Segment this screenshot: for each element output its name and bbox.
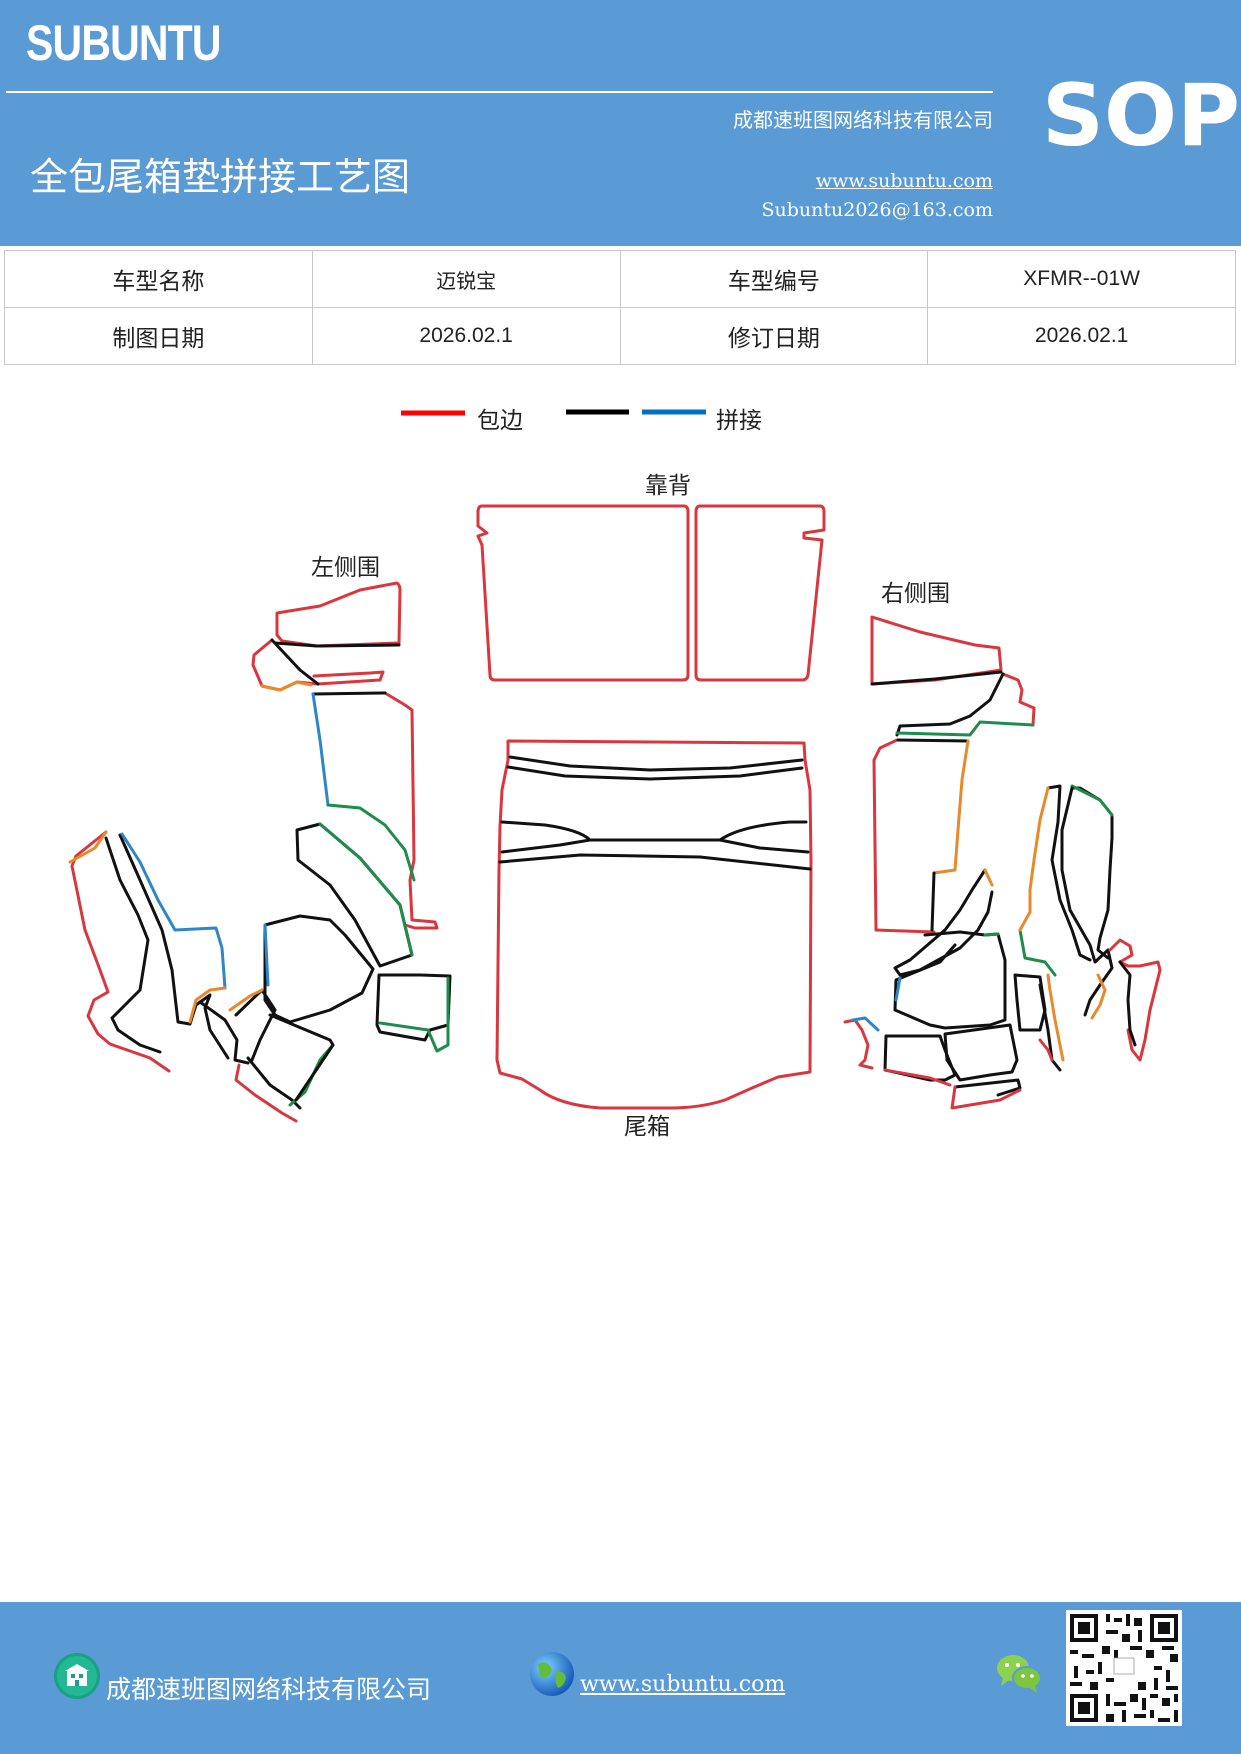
left-lower-panel-5-seam <box>246 1056 302 1110</box>
left-trim-lower-green <box>318 822 414 957</box>
draw-date-value: 2026.02.1 <box>311 307 621 365</box>
right-trim-tall-1 <box>1046 784 1092 962</box>
table-row: 制图日期 2026.02.1 修订日期 2026.02.1 <box>4 307 1236 365</box>
left-lower-panel-1-seam <box>104 836 162 1054</box>
right-trim-tall-1-orange <box>1018 786 1050 932</box>
header-divider <box>6 91 993 93</box>
right-trim-column-1 <box>1013 973 1047 1032</box>
right-trim-upright-seam-2 <box>930 871 936 932</box>
left-trim-upright-seam <box>311 691 387 696</box>
right-trim-lower-1-blue <box>851 1016 880 1032</box>
right-trim-lower-3 <box>943 1023 1019 1082</box>
table-row: 车型名称 迈锐宝 车型编号 XFMR--01W <box>4 250 1236 308</box>
label-right-side: 右侧围 <box>881 581 950 607</box>
left-trim-mid-seam <box>270 638 320 686</box>
right-trim-clip-seam <box>1118 960 1137 1047</box>
right-trim-tall-2-green <box>1070 784 1114 817</box>
right-trim-top-seam <box>870 670 1003 686</box>
backrest-left-panel <box>476 504 690 682</box>
left-lower-panel-2-orange <box>188 986 227 1024</box>
right-trim-tall-2-seam <box>1060 786 1114 1017</box>
right-trim-column-2-red <box>1038 1038 1054 1062</box>
header-company: 成都速班图网络科技有限公司 <box>733 108 993 132</box>
label-left-side: 左侧围 <box>311 555 380 581</box>
left-lower-panel-5-box <box>268 1013 335 1102</box>
document-title: 全包尾箱垫拼接工艺图 <box>30 155 411 199</box>
left-lower-panel-1 <box>70 830 171 1073</box>
model-code-label: 车型编号 <box>619 250 929 308</box>
right-trim-column-green <box>1018 928 1057 977</box>
legend: 包边 拼接 <box>401 408 762 434</box>
left-lower-panel-1-splice <box>68 830 108 864</box>
wechat-icon <box>997 1655 1042 1693</box>
right-trim-wheel-blue <box>894 976 902 1002</box>
backrest-right-panel <box>694 504 826 682</box>
left-trim-top <box>275 581 402 648</box>
right-trim-clip-orange <box>1090 973 1107 1020</box>
footer-website-link[interactable]: www.subuntu.com <box>580 1672 786 1697</box>
left-trim-upright <box>383 691 439 930</box>
right-trim-mid <box>1001 672 1036 727</box>
trunk-seam-4 <box>500 838 810 854</box>
globe-icon <box>530 1652 574 1696</box>
revise-date-label: 修订日期 <box>619 307 929 365</box>
right-trim-lower-1 <box>843 1018 874 1070</box>
right-trim-mid-seam <box>895 672 1005 737</box>
left-lower-panel-2-blue <box>120 832 227 990</box>
brand-logo: SUBUNTU <box>26 15 222 71</box>
left-trim-box <box>375 973 452 1042</box>
right-trim-wheel <box>893 930 1007 1030</box>
right-trim-lower-4-red <box>950 1085 1022 1110</box>
header-email[interactable]: Subuntu2026@163.com <box>761 199 993 221</box>
draw-date-label: 制图日期 <box>4 307 313 365</box>
left-trim-upright-splice-blue <box>311 692 330 807</box>
right-trim-bracket-orange <box>983 868 994 887</box>
splice-diagram: 包边 拼接 靠背 左侧围 右侧围 尾箱 <box>68 408 1162 1140</box>
footer-company: 成都速班图网络科技有限公司 <box>106 1675 432 1704</box>
left-trim-mid-splice <box>260 680 313 692</box>
model-name-label: 车型名称 <box>4 250 313 308</box>
header-banner <box>0 0 1241 246</box>
left-lower-panel-5 <box>234 1063 298 1123</box>
left-trim-box-green <box>378 976 450 1053</box>
info-table: 车型名称 迈锐宝 车型编号 XFMR--01W 制图日期 2026.02.1 修… <box>4 250 1236 365</box>
legend-label-splice: 拼接 <box>716 408 762 434</box>
trunk-seam-2 <box>506 765 804 781</box>
revise-date-value: 2026.02.1 <box>927 307 1236 365</box>
right-trim-tall-2 <box>1070 786 1114 960</box>
left-trim-wheel <box>263 914 375 1024</box>
right-trim-upright-orange <box>932 739 970 875</box>
right-trim-clip <box>1108 938 1162 1062</box>
label-back: 靠背 <box>645 473 691 499</box>
left-lower-panel-2 <box>118 833 230 1060</box>
sop-badge: SOP <box>1042 66 1241 166</box>
trunk-seam-3 <box>500 820 808 842</box>
left-lower-panel-4-orange <box>228 988 264 1012</box>
left-trim-wheel-splice <box>263 923 270 987</box>
right-trim-lower-4 <box>953 1078 1022 1097</box>
right-trim-upright <box>872 738 936 934</box>
right-trim-column-orange <box>1046 973 1065 1062</box>
left-lower-panel-3 <box>198 1000 250 1065</box>
trunk-seam-1 <box>508 755 804 772</box>
model-code-value: XFMR--01W <box>927 250 1236 308</box>
right-trim-column-2 <box>1038 983 1062 1072</box>
right-trim-bracket <box>893 868 994 977</box>
header-website-link[interactable]: www.subuntu.com <box>815 170 993 192</box>
label-trunk: 尾箱 <box>624 1114 670 1140</box>
model-name-value: 迈锐宝 <box>311 250 621 308</box>
right-trim-wheel-green <box>983 932 1000 937</box>
trunk-seam-5 <box>498 853 812 871</box>
legend-label-edge: 包边 <box>477 408 523 434</box>
right-trim-lower-2-red <box>883 1068 952 1087</box>
left-lower-panel-4 <box>234 988 277 1062</box>
left-trim-top-seam <box>273 641 401 648</box>
left-trim-upright-splice-green <box>326 803 416 882</box>
right-trim-upright-seam <box>896 738 970 743</box>
qr-code[interactable] <box>1066 1610 1182 1726</box>
trunk-floor-panel <box>495 739 813 1110</box>
right-trim-mid-green <box>895 720 1035 737</box>
building-icon <box>54 1653 100 1699</box>
